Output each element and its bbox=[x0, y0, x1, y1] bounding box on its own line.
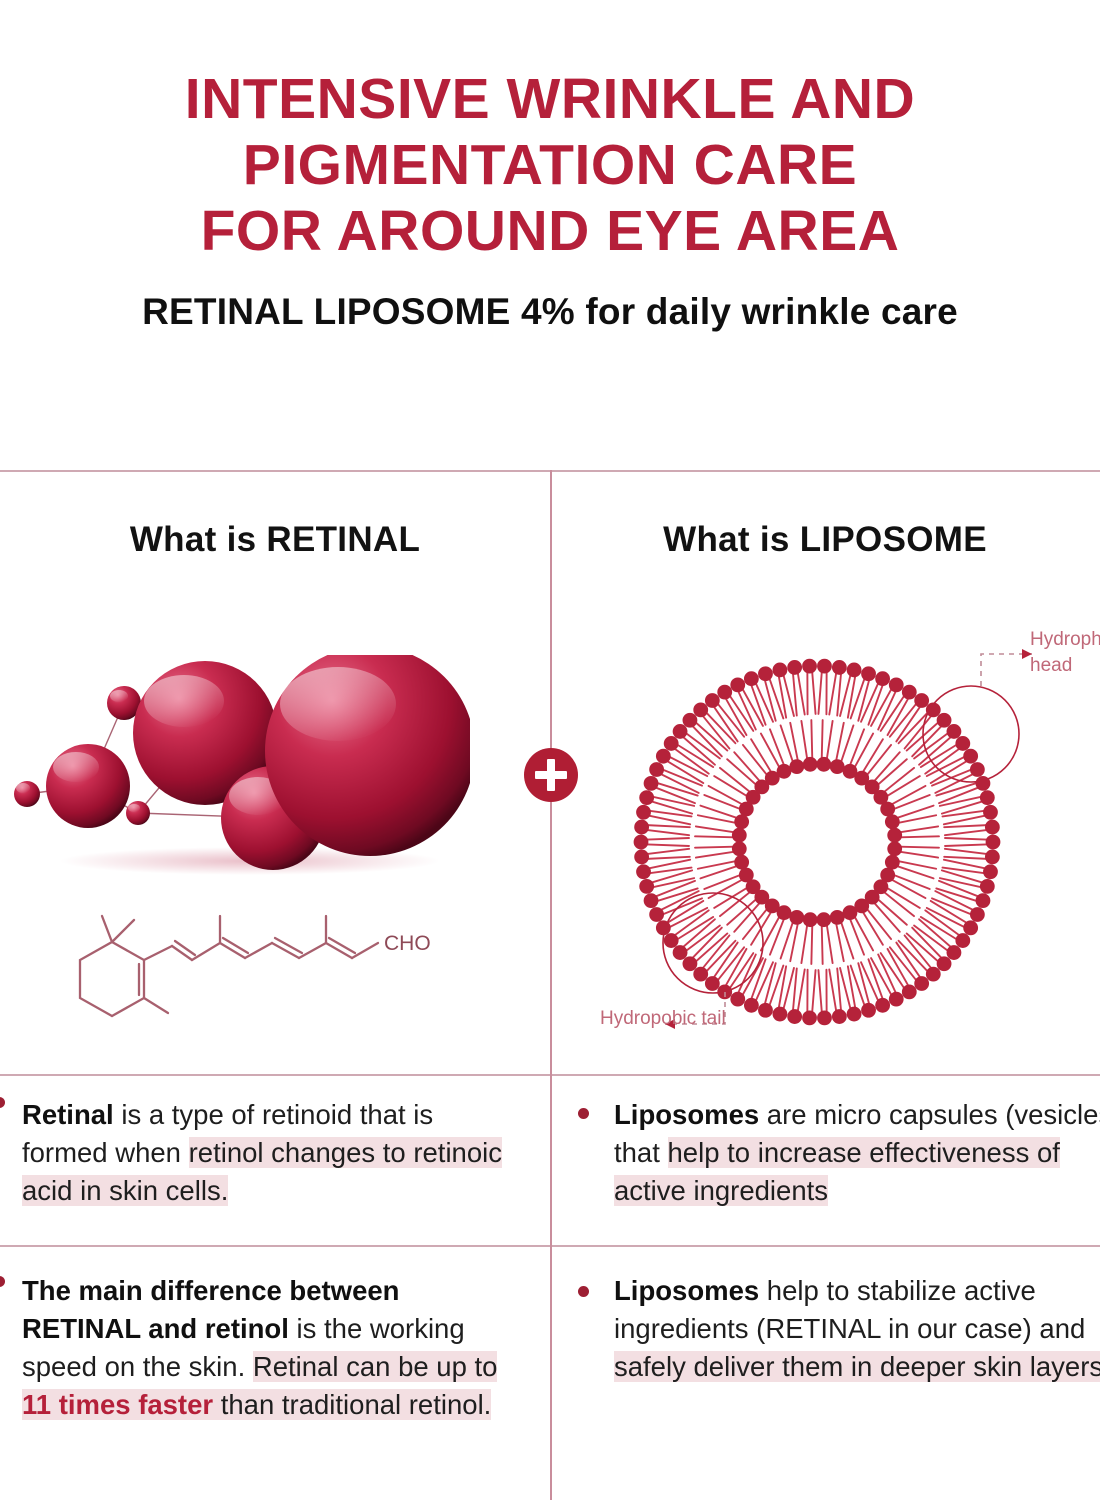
fact-retinal-1-plain: is a type of retinoid that is formed whe… bbox=[22, 1099, 434, 1168]
fact-liposome-1: Liposomes are micro capsules (vesicles) … bbox=[578, 1096, 1100, 1210]
right-column-title: What is LIPOSOME bbox=[663, 520, 987, 559]
bullet-icon bbox=[578, 1108, 589, 1119]
fact-retinal-2: The main difference between RETINAL and … bbox=[0, 1272, 522, 1424]
plus-icon bbox=[524, 748, 578, 802]
fact-retinal-1: Retinal is a type of retinoid that is fo… bbox=[0, 1096, 514, 1210]
fact-retinal-2-plain: is the working speed on the skin. bbox=[22, 1313, 465, 1382]
bullet-icon bbox=[0, 1097, 5, 1108]
bullet-icon bbox=[578, 1286, 589, 1297]
hydrophilic-head-line-2: head bbox=[1030, 655, 1073, 676]
fact-retinal-2-lead: The main difference between RETINAL and … bbox=[22, 1275, 400, 1344]
hydrophilic-head-label: Hydrophilic head bbox=[1030, 627, 1100, 679]
divider-vertical bbox=[550, 470, 552, 1500]
fact-liposome-2-highlight: safely deliver them in deeper skin layer… bbox=[614, 1351, 1100, 1382]
title-line-1: INTENSIVE WRINKLE AND bbox=[184, 67, 916, 131]
title-line-3: FOR AROUND EYE AREA bbox=[200, 199, 900, 263]
fact-liposome-1-lead: Liposomes bbox=[614, 1099, 760, 1130]
retinal-chemical-structure: CHO bbox=[78, 914, 431, 1018]
left-column-header: What is RETINAL bbox=[0, 520, 550, 560]
fact-retinal-2-highlight-b: than traditional retinol. bbox=[213, 1389, 492, 1420]
fact-liposome-2-lead: Liposomes bbox=[614, 1275, 760, 1306]
fact-liposome-1-highlight: help to increase effectiveness of active… bbox=[614, 1137, 1060, 1206]
page-title: INTENSIVE WRINKLE AND PIGMENTATION CARE … bbox=[60, 66, 1040, 264]
fact-liposome-2-plain: help to stabilize active ingredients (RE… bbox=[614, 1275, 1086, 1344]
fact-retinal-2-text: The main difference between RETINAL and … bbox=[22, 1272, 522, 1424]
retinal-molecule-illustration bbox=[14, 655, 470, 875]
header: INTENSIVE WRINKLE AND PIGMENTATION CARE … bbox=[0, 0, 1100, 334]
fact-liposome-2-text: Liposomes help to stabilize active ingre… bbox=[614, 1272, 1100, 1386]
fact-liposome-1-text: Liposomes are micro capsules (vesicles) … bbox=[614, 1096, 1100, 1210]
title-line-2: PIGMENTATION CARE bbox=[242, 133, 858, 197]
fact-retinal-2-emphasis: 11 times faster bbox=[22, 1389, 214, 1420]
fact-retinal-2-highlight-a: Retinal can be up to bbox=[252, 1351, 498, 1382]
liposome-callout-lines bbox=[662, 649, 1032, 1029]
bullet-icon bbox=[0, 1276, 5, 1287]
cho-label: CHO bbox=[384, 932, 431, 955]
hydrophilic-head-line-1: Hydrophilic bbox=[1030, 629, 1100, 650]
page-subtitle: RETINAL LIPOSOME 4% for daily wrinkle ca… bbox=[142, 291, 958, 332]
fact-retinal-1-text: Retinal is a type of retinoid that is fo… bbox=[22, 1096, 514, 1210]
fact-liposome-1-plain: are micro capsules (vesicles) that bbox=[614, 1099, 1100, 1168]
liposome-bilayer bbox=[633, 658, 1001, 1026]
liposome-illustration bbox=[633, 649, 1032, 1029]
fact-retinal-1-lead: Retinal bbox=[22, 1099, 114, 1130]
hydrophobic-tail-label: Hydropobic tail bbox=[600, 1008, 726, 1029]
right-column-header: What is LIPOSOME bbox=[550, 520, 1100, 560]
fact-liposome-2: Liposomes help to stabilize active ingre… bbox=[578, 1272, 1100, 1386]
left-column-title: What is RETINAL bbox=[129, 520, 421, 559]
